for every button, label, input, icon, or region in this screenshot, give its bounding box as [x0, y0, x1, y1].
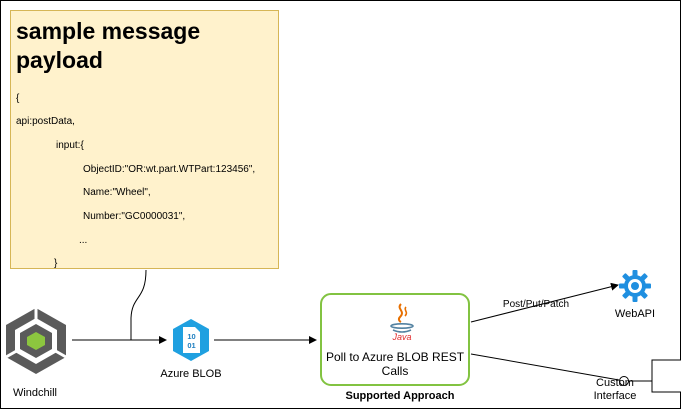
process-box — [320, 293, 470, 386]
custom-interface-port — [619, 376, 629, 386]
custom-interface-label: Custom Interface — [593, 377, 637, 402]
process-caption: Supported Approach — [345, 390, 455, 402]
edge-process-to-custom — [470, 353, 620, 381]
payload-line: Name:"Wheel", — [83, 187, 151, 198]
java-icon: Java — [390, 303, 414, 342]
payload-line: ObjectID:"OR:wt.part.WTPart:123456", — [83, 164, 256, 175]
payload-line: } — [54, 258, 58, 269]
payload-line: api:postData, — [16, 116, 75, 127]
process-label: Poll to Azure BLOB REST Calls — [325, 350, 465, 378]
java-wordmark: Java — [391, 332, 411, 342]
payload-line: { — [16, 93, 20, 104]
note-connector — [130, 269, 147, 340]
note-title: sample message payload — [16, 18, 201, 73]
edge-label-post-put-patch: Post/Put/Patch — [502, 299, 570, 310]
edge-process-to-webapi — [470, 282, 619, 323]
gear-icon — [619, 270, 651, 302]
payload-note: sample message payload { api:postData, i… — [10, 10, 279, 269]
payload-line: input:{ — [56, 140, 84, 151]
windchill-logo-icon — [5, 308, 67, 374]
azure-blob-icon: 10 01 — [173, 319, 209, 361]
azure-blob-label: Azure BLOB — [160, 368, 222, 380]
windchill-label: Windchill — [12, 387, 57, 399]
svg-text:01: 01 — [187, 341, 195, 350]
payload-line: ... — [79, 235, 88, 246]
custom-interface-box — [651, 359, 681, 393]
webapi-label: WebAPI — [614, 308, 656, 320]
payload-line: Number:"GC0000031", — [83, 211, 186, 222]
svg-text:10: 10 — [187, 332, 195, 341]
